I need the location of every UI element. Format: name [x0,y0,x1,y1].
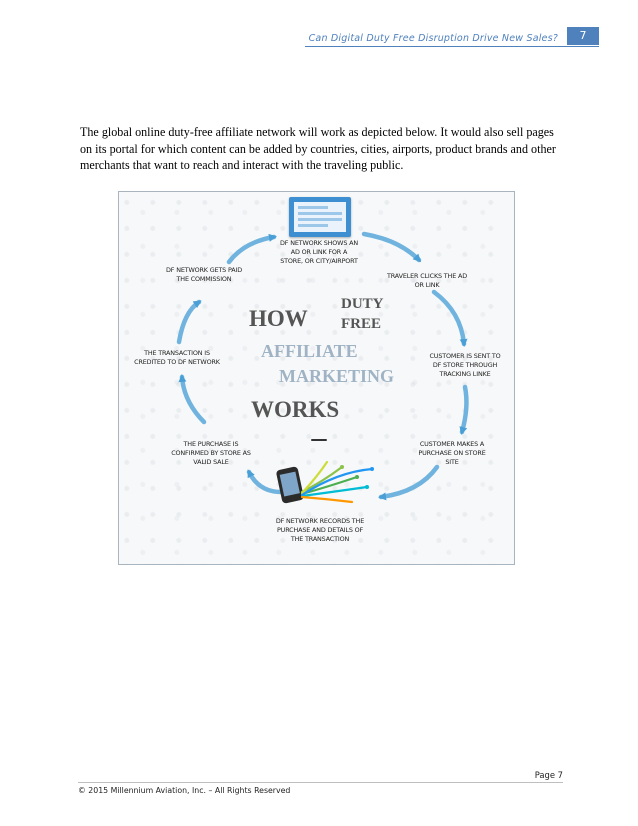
arrow-3 [459,384,469,435]
affiliate-marketing-diagram: DF NETWORK SHOWS AN AD OR LINK FOR A STO… [118,191,515,565]
center-title-marketing: MARKETING [279,366,395,386]
footer-rule [78,782,563,783]
running-header-title: Can Digital Duty Free Disruption Drive N… [308,33,558,44]
arrow-6 [178,374,207,425]
center-title-duty: DUTY [341,296,384,312]
diagram-arrows [176,231,469,501]
header-rule [305,46,599,47]
arrow-1 [361,231,422,263]
center-title-works: WORKS [251,397,340,422]
step-label-click-ad: TRAVELER CLICKS THE AD OR LINK [387,272,467,289]
arrow-2 [431,289,468,347]
step-label-sent-to-store: CUSTOMER IS SENT TO DF STORE THROUGH TRA… [429,352,501,378]
arrow-4 [378,464,440,501]
arrow-7 [176,299,202,345]
step-label-gets-paid: DF NETWORK GETS PAID THE COMMISSION [166,266,242,283]
arrow-5 [246,469,284,495]
step-label-records-purchase: DF NETWORK RECORDS THE PURCHASE AND DETA… [275,517,365,543]
data-burst-icon [300,460,374,504]
header-page-number: 7 [567,27,599,45]
step-label-credited: THE TRANSACTION IS CREDITED TO DF NETWOR… [134,349,220,366]
footer-page-number: Page 7 [534,770,563,780]
step-label-confirmed: THE PURCHASE IS CONFIRMED BY STORE AS VA… [171,440,251,466]
monitor-icon [289,197,351,237]
step-label-makes-purchase: CUSTOMER MAKES A PURCHASE ON STORE SITE [418,440,486,466]
arrow-8 [226,233,277,265]
step-label-show-ad: DF NETWORK SHOWS AN AD OR LINK FOR A STO… [280,239,358,265]
intro-paragraph: The global online duty-free affiliate ne… [80,125,556,172]
center-title-affiliate: AFFILIATE [261,341,358,361]
center-title-how: HOW [249,306,308,331]
footer-copyright: © 2015 Millennium Aviation, Inc. – All R… [78,786,291,795]
center-title-free: FREE [341,316,382,332]
center-dash [311,439,327,441]
